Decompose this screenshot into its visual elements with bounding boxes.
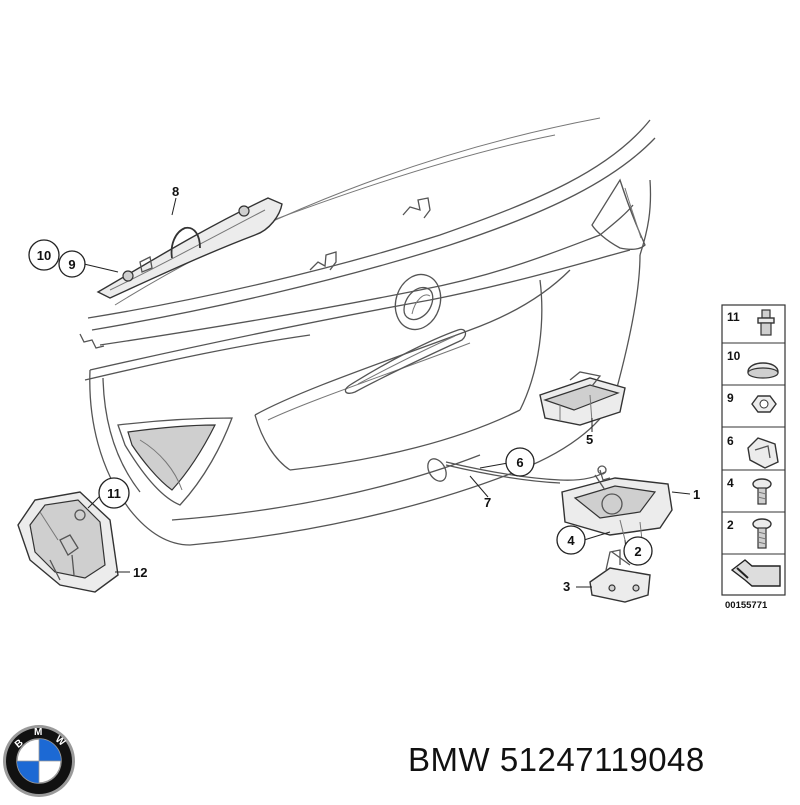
svg-text:6: 6: [516, 455, 523, 470]
arrow-icon: [730, 559, 781, 587]
callout-1: 1: [693, 487, 700, 502]
part-1-lock-actuator: [561, 469, 673, 541]
svg-text:12: 12: [133, 565, 147, 580]
callout-12: 12: [133, 565, 147, 580]
leader-lines: [83, 197, 691, 588]
brand-name: BMW: [408, 741, 491, 778]
callout-10: 10: [28, 239, 60, 271]
nut-9-icon: [751, 395, 777, 413]
svg-text:2: 2: [634, 544, 641, 559]
part-7-cable: [427, 458, 607, 491]
callout-9: 9: [58, 250, 86, 278]
legend-label-4: 4: [727, 476, 734, 490]
legend-label-2: 2: [727, 518, 734, 532]
svg-text:4: 4: [567, 533, 575, 548]
part-3-striker: [589, 549, 651, 603]
svg-text:8: 8: [172, 184, 179, 199]
reference-code: 00155771: [725, 600, 768, 611]
svg-text:1: 1: [693, 487, 700, 502]
callout-6: 6: [505, 447, 535, 477]
svg-text:3: 3: [563, 579, 570, 594]
callout-4: 4: [556, 525, 586, 555]
legend-label-11: 11: [727, 310, 740, 324]
part-number-caption: BMW 51247119048: [408, 741, 793, 779]
callout-3: 3: [563, 579, 570, 594]
clip-6-icon: [747, 437, 779, 469]
clip-11-icon: [757, 309, 775, 336]
svg-text:5: 5: [586, 432, 593, 447]
callout-11: 11: [98, 477, 130, 509]
svg-text:11: 11: [107, 486, 121, 501]
legend-label-9: 9: [727, 391, 734, 405]
part-5-switch: [539, 371, 626, 426]
svg-text:M: M: [34, 727, 42, 738]
part-12-lock: [17, 491, 119, 593]
small-parts-legend: 11 10 9 6 4 2: [721, 304, 786, 611]
svg-text:10: 10: [37, 248, 51, 263]
callout-8: 8: [172, 184, 179, 199]
callout-7: 7: [484, 495, 491, 510]
screw-4-icon: [752, 478, 772, 505]
legend-label-6: 6: [727, 434, 734, 448]
screw-2-icon: [752, 518, 772, 549]
svg-text:9: 9: [68, 257, 75, 272]
svg-text:7: 7: [484, 495, 491, 510]
trunk-lid-illustration: [79, 117, 656, 546]
callout-2: 2: [623, 536, 653, 566]
bmw-logo: B M W: [3, 725, 75, 797]
part-8-trim-panel: [96, 197, 283, 299]
callout-5: 5: [586, 432, 593, 447]
legend-label-10: 10: [727, 349, 741, 363]
part-number: 51247119048: [499, 741, 705, 778]
cap-10-icon: [747, 362, 779, 379]
